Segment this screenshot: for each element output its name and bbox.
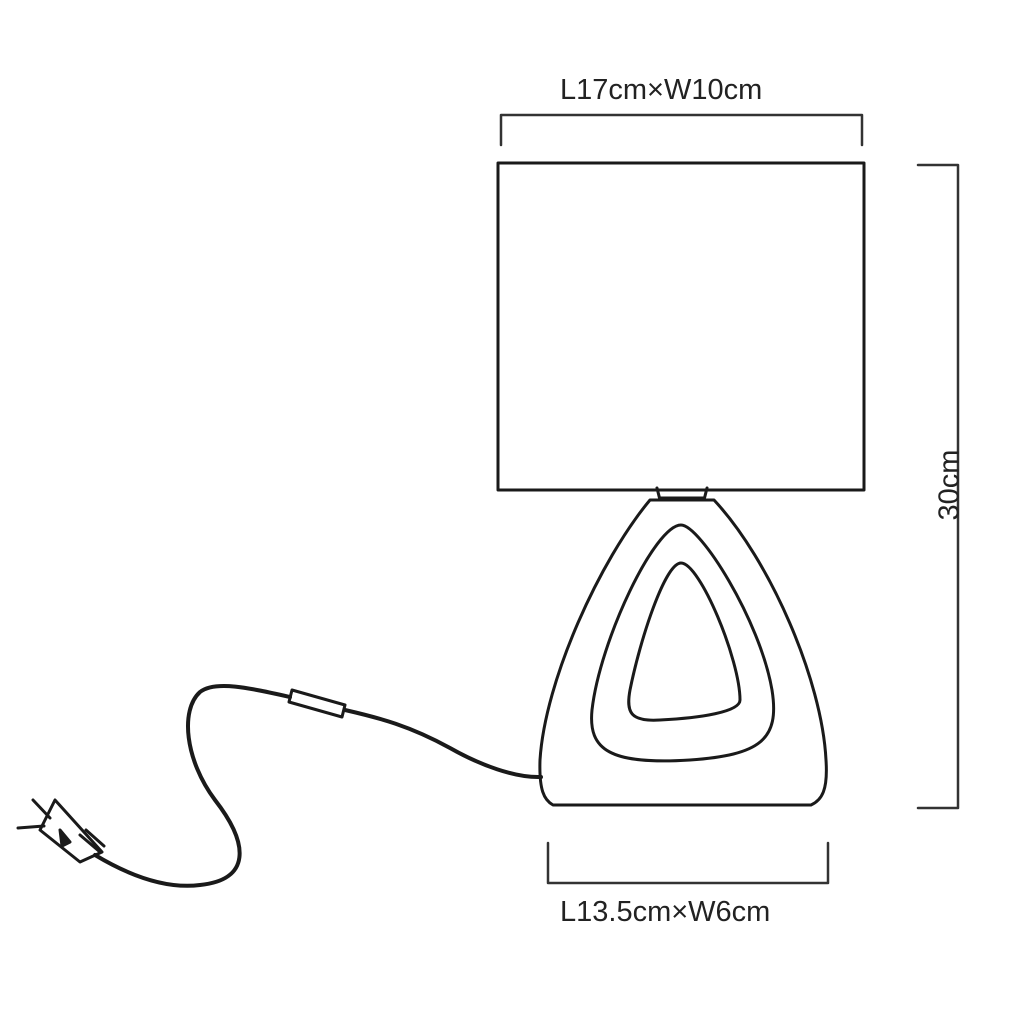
lamp-base — [538, 498, 828, 807]
base-dimension-bracket — [546, 841, 830, 885]
power-cord — [93, 683, 543, 888]
height-dimension-label: 30cm — [933, 449, 966, 521]
base-dimension-label: L13.5cm×W6cm — [560, 896, 771, 928]
lamp-stem — [655, 486, 709, 502]
plug-icon — [16, 798, 106, 864]
shade-dimension-bracket — [499, 113, 864, 147]
base-middle-loop — [590, 523, 776, 763]
inline-switch — [287, 688, 347, 719]
height-dimension-bracket — [916, 163, 960, 810]
base-inner-loop — [627, 561, 742, 722]
shade-dimension-label: L17cm×W10cm — [560, 74, 763, 106]
lamp-shade — [496, 161, 866, 492]
